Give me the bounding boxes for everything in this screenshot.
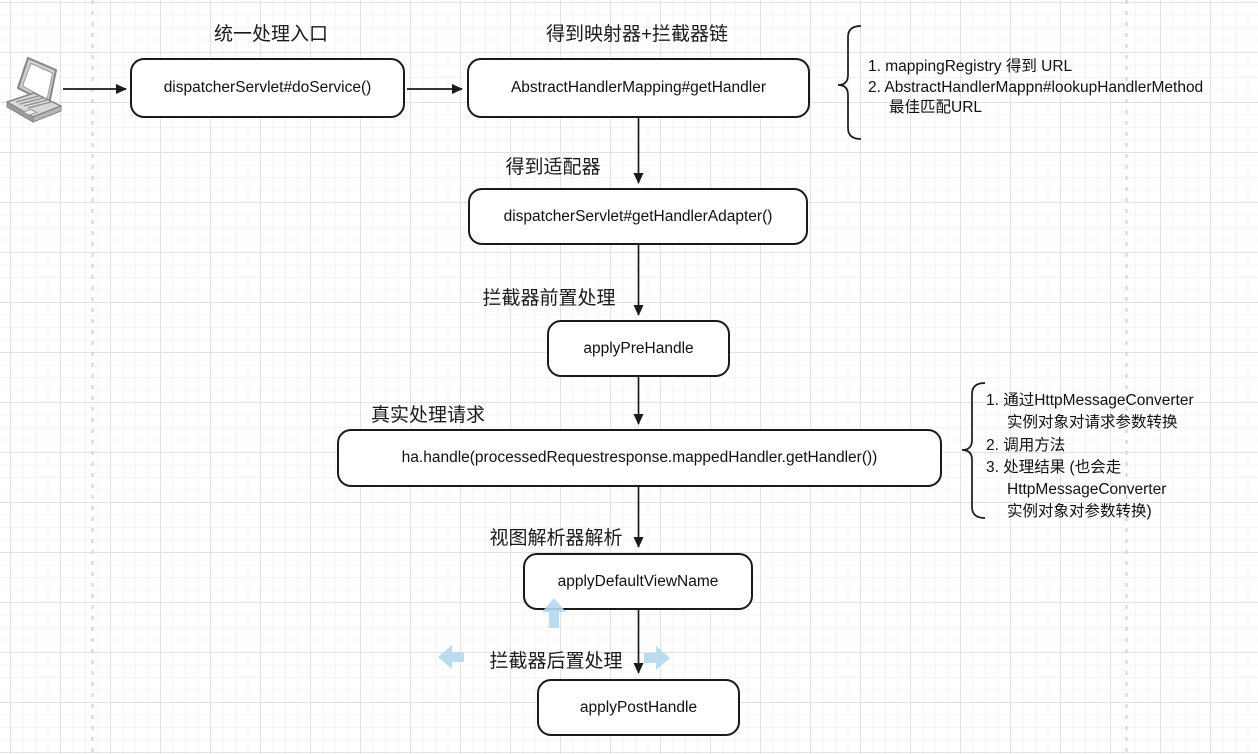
flow-node-dispatcher-doservice[interactable]: dispatcherServlet#doService() <box>130 58 405 118</box>
caption-interceptor-post: 拦截器后置处理 <box>489 651 623 672</box>
caption-mapper-interceptors: 得到映射器+拦截器链 <box>545 24 729 45</box>
flow-node-label: ha.handle(processedRequestresponse.mappe… <box>401 449 878 466</box>
flow-node-gethandler[interactable]: AbstractHandlerMapping#getHandler <box>467 58 810 118</box>
flow-node-label: dispatcherServlet#getHandlerAdapter() <box>503 207 773 225</box>
flow-node-gethandleradapter[interactable]: dispatcherServlet#getHandlerAdapter() <box>468 188 808 245</box>
curly-brace-handle <box>961 382 986 519</box>
flow-node-label: applyPreHandle <box>583 339 694 357</box>
note-line: 实例对象对请求参数转换 <box>1007 414 1178 432</box>
flow-node-label: dispatcherServlet#doService() <box>163 79 372 96</box>
caption-unified-entry: 统一处理入口 <box>213 24 329 45</box>
flow-node-ha-handle[interactable]: ha.handle(processedRequestresponse.mappe… <box>337 429 942 487</box>
flow-node-label: AbstractHandlerMapping#getHandler <box>510 79 767 96</box>
note-line: 1. mappingRegistry 得到 URL <box>868 58 1073 75</box>
flow-node-applyposthandle[interactable]: applyPostHandle <box>537 679 740 736</box>
laptop-icon[interactable] <box>6 56 64 128</box>
caption-real-processing: 真实处理请求 <box>370 405 486 426</box>
nav-arrow-left-icon[interactable] <box>438 645 464 669</box>
caption-view-resolver: 视图解析器解析 <box>489 528 623 549</box>
annotation-gethandler-note: 1. mappingRegistry 得到 URL 2. AbstractHan… <box>868 57 1203 119</box>
nav-arrow-up-icon[interactable] <box>542 598 566 628</box>
note-line: HttpMessageConverter <box>1007 481 1167 499</box>
curly-brace-gethandler <box>837 25 862 140</box>
caption-get-adapter: 得到适配器 <box>505 157 601 178</box>
nav-arrow-right-icon[interactable] <box>644 646 670 670</box>
flow-node-label: applyPostHandle <box>579 698 698 716</box>
caption-interceptor-pre: 拦截器前置处理 <box>482 288 616 309</box>
flow-node-applyprehandle[interactable]: applyPreHandle <box>547 320 730 377</box>
note-line: 最佳匹配URL <box>889 99 983 116</box>
note-line: 2. AbstractHandlerMappn#lookupHandlerMet… <box>868 78 1204 96</box>
flow-node-label: applyDefaultViewName <box>557 572 719 590</box>
flow-node-applydefaultviewname[interactable]: applyDefaultViewName <box>523 553 753 610</box>
annotation-handle-note: 1. 通过HttpMessageConverter 实例对象对请求参数转换 2.… <box>986 390 1194 524</box>
note-line: 2. 调用方法 <box>986 436 1066 454</box>
note-line: 1. 通过HttpMessageConverter <box>986 392 1194 409</box>
note-line: 实例对象对参数转换) <box>1007 503 1152 521</box>
note-line: 3. 处理结果 (也会走 <box>986 458 1122 476</box>
